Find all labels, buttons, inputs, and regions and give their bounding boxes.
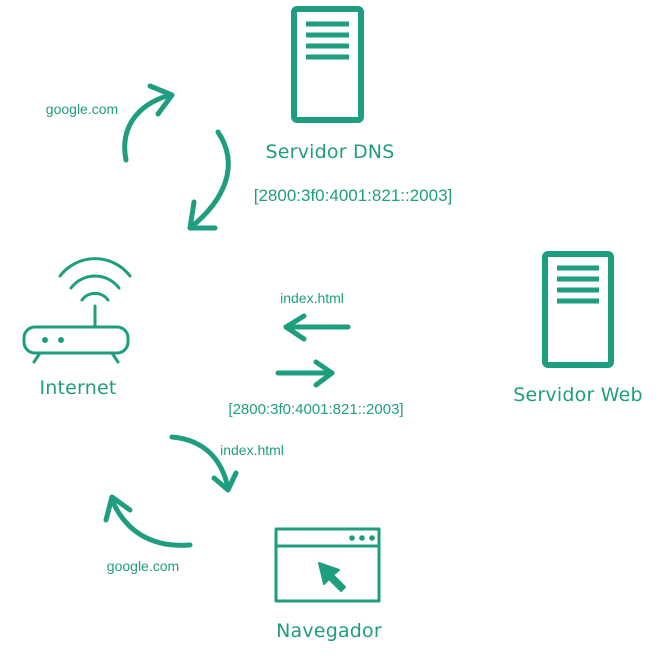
arrow-html-to-browser bbox=[169, 434, 231, 491]
browser-label: Navegador bbox=[276, 620, 382, 642]
browser-dots-icon bbox=[349, 535, 375, 541]
arrowhead bbox=[283, 313, 307, 342]
web-server-label: Servidor Web bbox=[513, 384, 643, 406]
arrow-query-to-dns bbox=[122, 92, 173, 163]
dns-response-label: [2800:3f0:4001:821::2003] bbox=[253, 186, 453, 205]
dns-server-label: Servidor DNS bbox=[265, 141, 395, 163]
arrow-response-from-dns bbox=[187, 129, 231, 231]
arrowhead bbox=[313, 359, 335, 388]
router-led-icon bbox=[42, 337, 64, 343]
arrowhead bbox=[211, 470, 239, 493]
cursor-icon bbox=[318, 562, 346, 592]
arrowhead bbox=[103, 494, 133, 523]
arrowhead bbox=[187, 199, 218, 231]
browser-window-icon bbox=[274, 527, 381, 603]
internet-label: Internet bbox=[39, 377, 117, 399]
dns-query-label: google.com bbox=[45, 101, 119, 117]
web-response-label: index.html bbox=[280, 290, 344, 306]
browser-request-label: google.com bbox=[106, 558, 180, 574]
arrowhead bbox=[147, 83, 175, 117]
arrow-request-from-browser bbox=[109, 497, 193, 548]
router-icon bbox=[22, 257, 132, 364]
server-icon bbox=[291, 6, 364, 123]
browser-response-label: index.html bbox=[220, 442, 284, 458]
server-icon bbox=[542, 251, 614, 368]
web-request-label: [2800:3f0:4001:821::2003] bbox=[228, 401, 404, 418]
